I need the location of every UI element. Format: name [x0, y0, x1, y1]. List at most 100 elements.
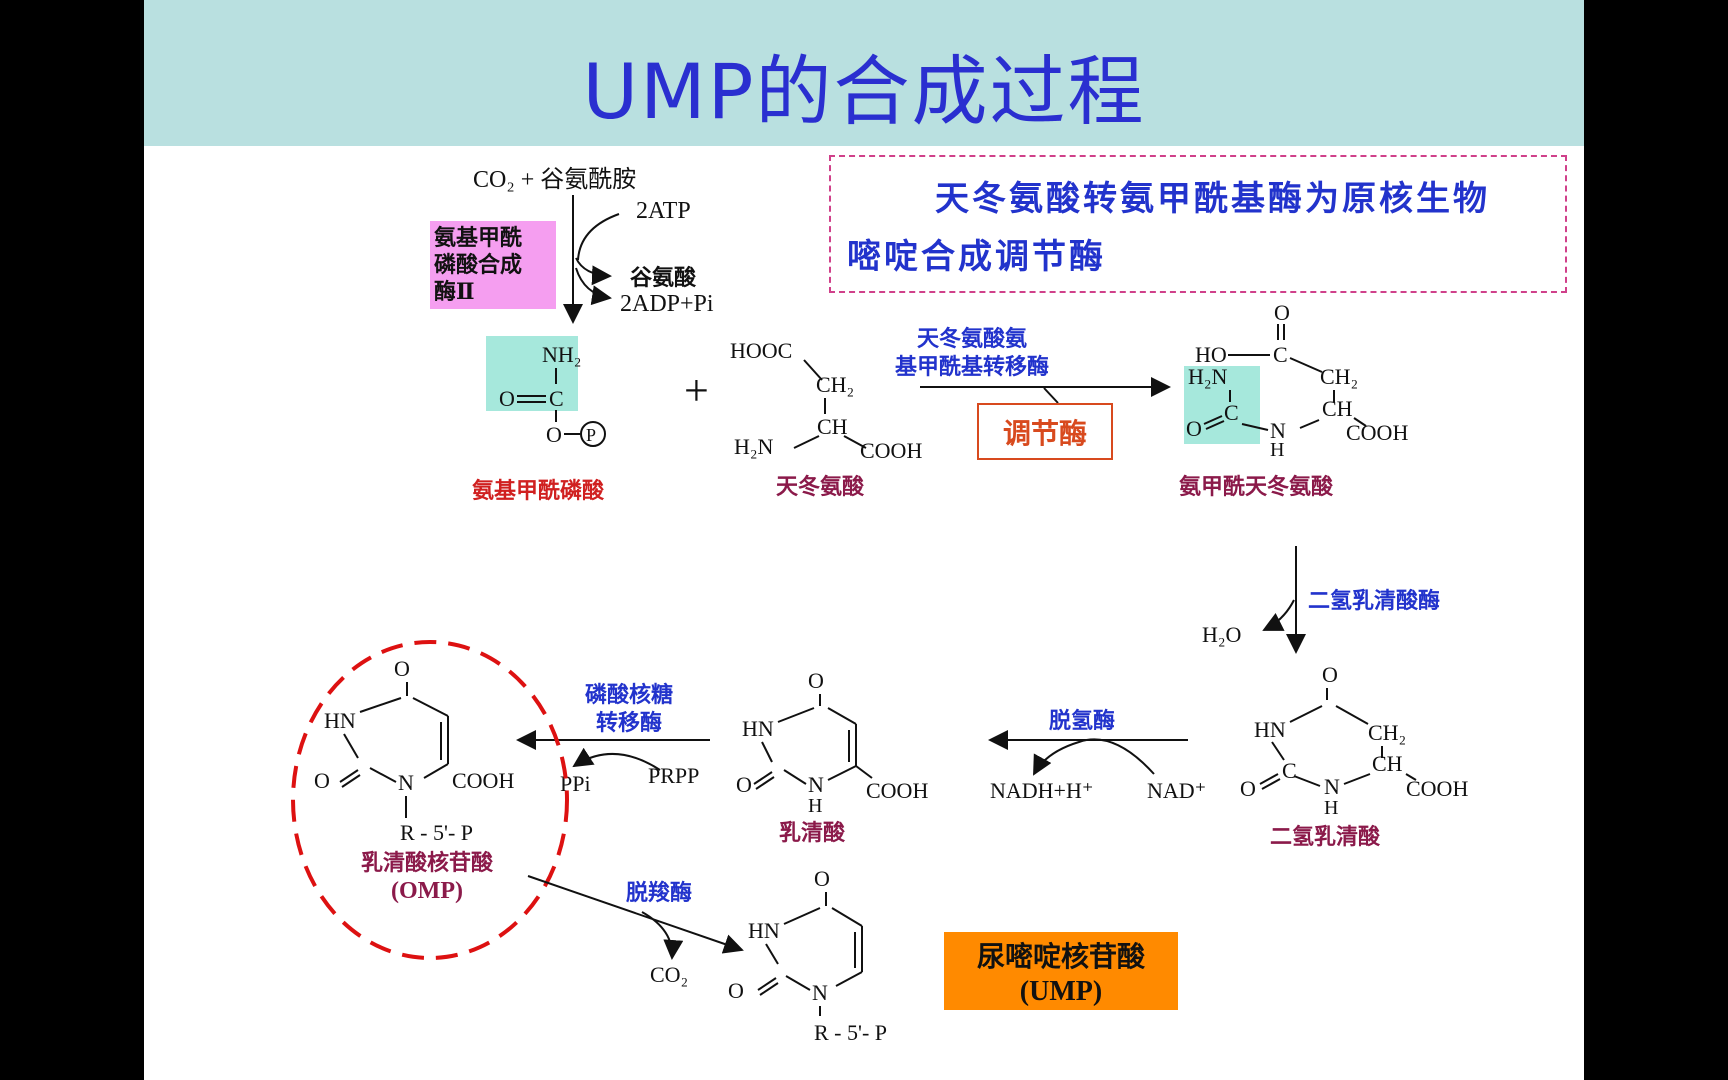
glu-curve: [575, 257, 612, 286]
prtase-label-2: 转移酶: [596, 710, 662, 736]
atcase-label-1: 天冬氨酸氨: [917, 326, 1027, 352]
prpp-curve: [572, 747, 661, 771]
regulatory-enzyme-label: 调节酶: [1003, 417, 1087, 450]
ca-ho: HO: [1195, 342, 1227, 367]
regulatory-enzyme-box: [977, 403, 1113, 460]
dho-hn: HN: [1254, 717, 1286, 742]
atp-label: 2ATP: [636, 198, 691, 224]
asp-bond-1: [803, 359, 823, 381]
ump-bond-6: [785, 975, 811, 991]
dihydroorotate-label: 二氢乳清酸: [1270, 824, 1381, 850]
ca-bond-8: [1241, 423, 1269, 431]
omp-bond-8a: [339, 769, 359, 783]
title-bar: UMP的合成过程: [144, 0, 1584, 146]
omp-r5p: R - 5'- P: [400, 820, 473, 845]
oro-h: H: [808, 795, 822, 817]
regulatory-pointer: [1043, 387, 1059, 404]
co2-label: CO₂: [650, 962, 688, 987]
dho-bond-4: [1405, 773, 1417, 781]
note-line-2: 嘧啶合成调节酶: [847, 237, 1106, 277]
ca-bond-6: [1299, 419, 1320, 429]
omp-bond-8b: [341, 774, 361, 788]
ump-highlight-box: [944, 932, 1178, 1010]
oro-bond-6: [783, 769, 807, 785]
ca-o-left: O: [1186, 416, 1202, 441]
dho-bond-5: [1343, 773, 1371, 785]
ump-label-2: (UMP): [1020, 976, 1102, 1007]
carbamoyl-phosphate-label: 氨基甲酰磷酸: [472, 478, 605, 504]
omp-bond-1: [359, 697, 402, 713]
ca-bond-3: [1289, 357, 1323, 373]
regulatory-enzyme-note: 天冬氨酸转氨甲酰基酶为原核生物 嘧啶合成调节酶: [829, 155, 1567, 293]
adp-curve: [575, 267, 612, 306]
dho-ch2: CH₂: [1368, 720, 1406, 745]
ca-h2n: H₂N: [1188, 364, 1228, 389]
oro-o-top: O: [808, 668, 824, 693]
omp-bond-6: [369, 767, 397, 783]
oro-bond-8a: [753, 771, 773, 785]
omp-bond-2: [412, 697, 449, 717]
cp-o2: O: [546, 422, 562, 447]
adp-label: 2ADP+Pi: [620, 291, 714, 317]
orotate-label: 乳清酸: [779, 820, 846, 846]
dho-o-left: O: [1240, 776, 1256, 801]
nad-curve: [1033, 738, 1155, 776]
atp-curve: [577, 213, 620, 261]
cps2-highlight: [430, 221, 556, 309]
co2-curve: [641, 911, 684, 960]
omp-label-1: 乳清酸核苷酸: [361, 850, 494, 876]
omp-n: N: [398, 770, 414, 795]
oro-bond-5: [827, 765, 857, 781]
dho-h: H: [1324, 797, 1338, 819]
oro-bond-4: [855, 765, 873, 779]
omp-cooh: COOH: [452, 768, 514, 793]
glutamate-label: 谷氨酸: [630, 265, 697, 291]
carbamoyl-aspartate-label: 氨甲酰天冬氨酸: [1179, 474, 1334, 500]
asp-ch: CH: [817, 414, 848, 439]
ca-c2: C: [1224, 400, 1239, 425]
dho-bond-8b: [1261, 778, 1281, 790]
asp-h2n: H₂N: [734, 434, 774, 459]
ca-h: H: [1270, 439, 1284, 461]
omp-bond-4: [423, 763, 449, 779]
dho-bond-7: [1271, 741, 1285, 761]
asp-ch2: CH₂: [816, 372, 854, 397]
pathway-diagram: CO₂ + 谷氨酰胺 2ATP 谷氨酸 2ADP+Pi 氨基甲酰 磷酸合成 酶Ⅱ…: [291, 166, 1468, 1045]
decarboxylase-label: 脱羧酶: [626, 880, 692, 906]
nadh-label: NADH+H⁺: [990, 778, 1093, 803]
ump-bond-7: [765, 943, 779, 965]
ca-n: N: [1270, 418, 1286, 443]
dho-n: N: [1324, 774, 1340, 799]
omp-hn: HN: [324, 708, 356, 733]
ca-ch2: CH₂: [1320, 364, 1358, 389]
oro-bond-8b: [755, 776, 775, 790]
cp-c: C: [549, 386, 564, 411]
cp-p: P: [586, 425, 596, 445]
ca-o-top: O: [1274, 300, 1290, 325]
asp-cooh: COOH: [860, 438, 922, 463]
ca-cooh: COOH: [1346, 420, 1408, 445]
decarboxylase-arrow: [527, 875, 744, 954]
carbamoyl-highlight: [486, 336, 578, 411]
note-line-1: 天冬氨酸转氨甲酰基酶为原核生物: [935, 179, 1490, 219]
ump-bond-2: [831, 907, 863, 927]
ump-bond-8b: [759, 982, 779, 996]
dihydroorotase-label: 二氢乳清酸酶: [1308, 588, 1440, 614]
cp-nh2: NH₂: [542, 342, 581, 367]
dho-ch: CH: [1372, 751, 1403, 776]
reactants-label: CO₂ + 谷氨酰胺: [473, 166, 636, 193]
oro-bond-1: [777, 707, 815, 723]
asp-bond-4: [843, 435, 867, 449]
dehydrogenase-label: 脱氢酶: [1049, 708, 1115, 734]
cps2-label-3: 酶Ⅱ: [434, 279, 475, 305]
cp-o1: O: [499, 386, 515, 411]
ca-highlight: [1184, 366, 1260, 444]
dho-bond-1: [1289, 705, 1323, 723]
ump-bond-4: [835, 971, 863, 987]
dho-bond-6: [1293, 775, 1321, 787]
ump-bond-8a: [757, 977, 777, 991]
oro-n: N: [808, 772, 824, 797]
ump-o-top: O: [814, 866, 830, 891]
cps2-label-1: 氨基甲酰: [434, 225, 522, 251]
omp-o-top: O: [394, 656, 410, 681]
